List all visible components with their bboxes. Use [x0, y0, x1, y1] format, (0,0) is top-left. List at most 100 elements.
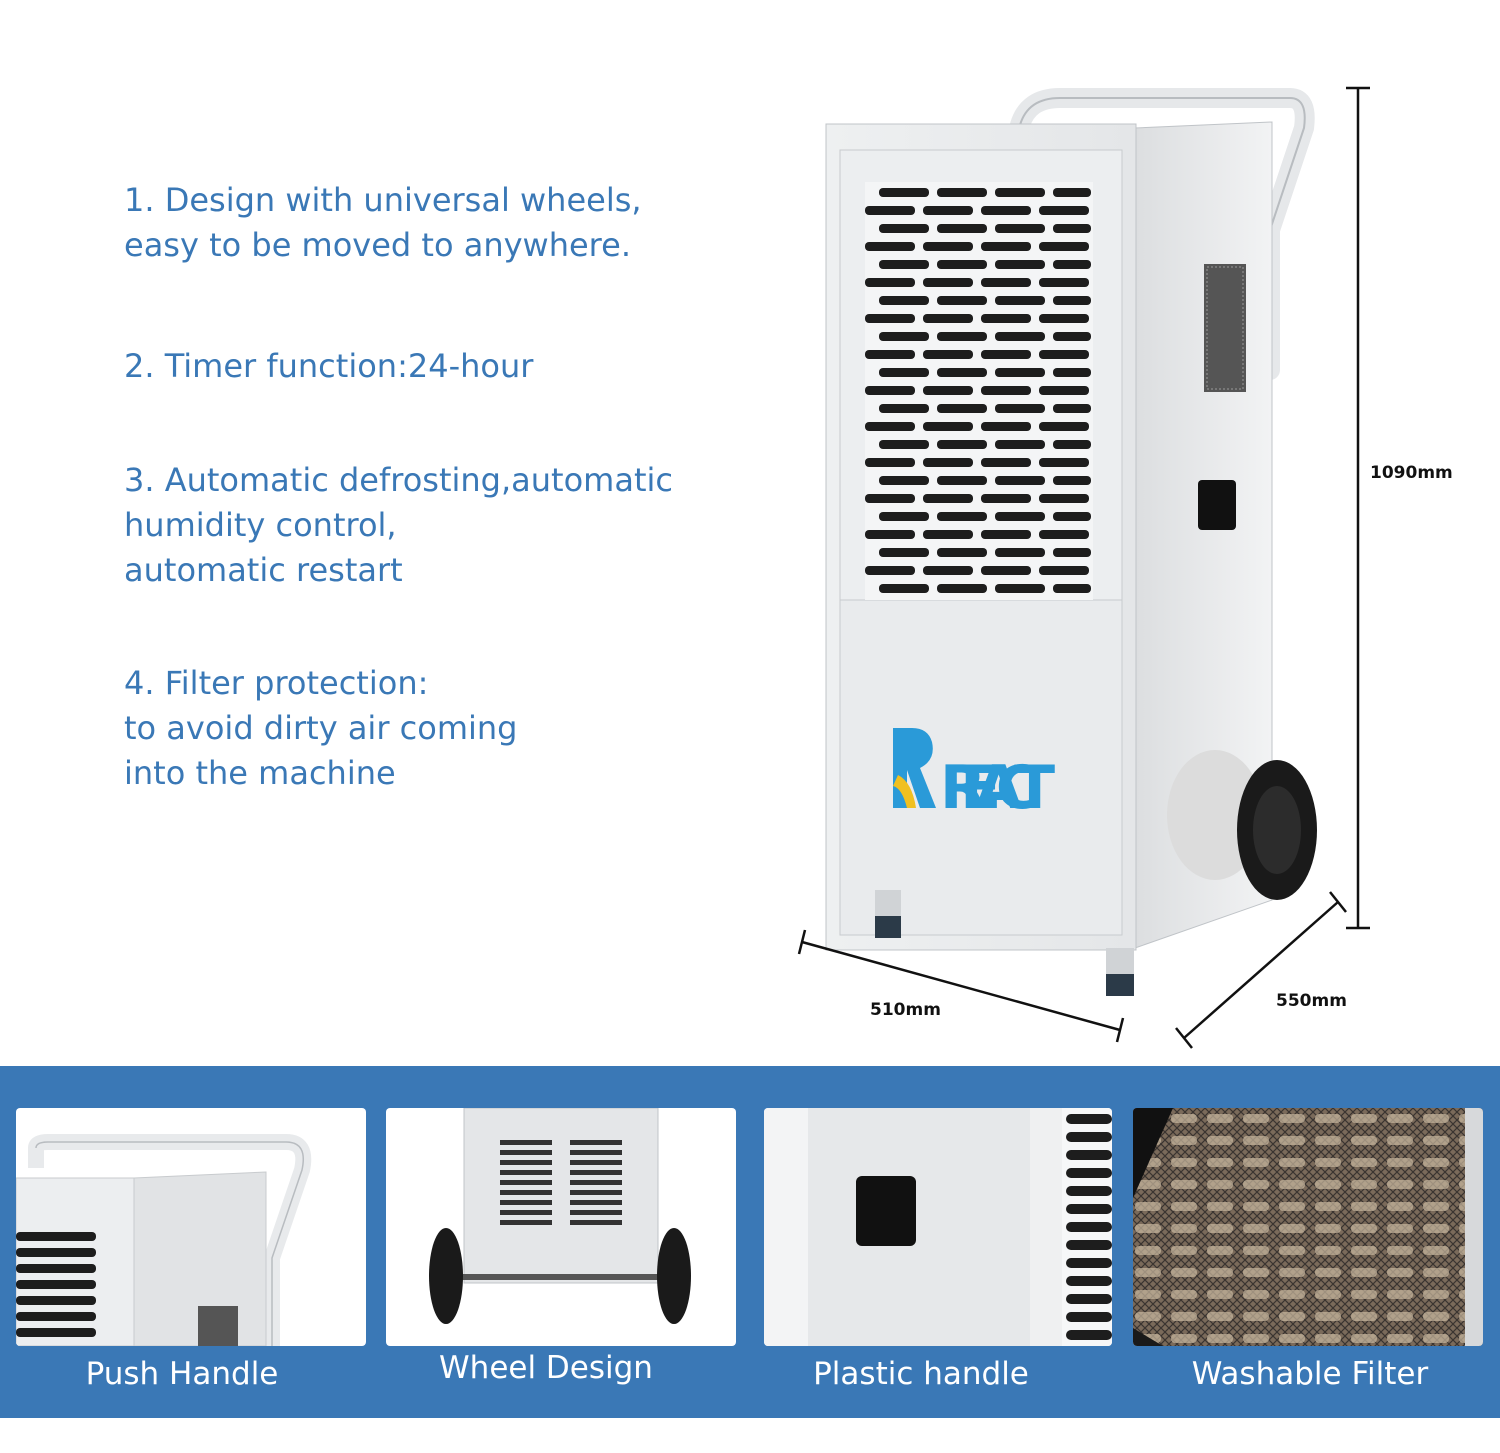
grille-slot	[1053, 368, 1091, 377]
feature-1-line-1: 1. Design with universal wheels,	[124, 181, 642, 219]
grille-slot	[879, 368, 929, 377]
grille-slot	[937, 548, 987, 557]
grille-slot	[1039, 386, 1089, 395]
height-label: 1090mm	[1370, 463, 1453, 483]
grille-slot	[981, 314, 1031, 323]
grille-slot	[995, 224, 1045, 233]
grille-slot	[865, 206, 915, 215]
grille-slot	[865, 278, 915, 287]
depth-label: 550mm	[1276, 991, 1347, 1011]
grille-slot	[865, 350, 915, 359]
feature-4-line-2: to avoid dirty air coming	[124, 709, 518, 747]
dehumidifier-illustration: REACT	[797, 86, 1370, 1049]
height-dimension-line	[1346, 86, 1370, 930]
caption-push-handle: Push Handle	[85, 1356, 279, 1392]
grille-slot	[865, 422, 915, 431]
push-handle-photo	[16, 1108, 366, 1346]
depth-dimension-line	[1175, 891, 1347, 1049]
grille-slot	[879, 584, 929, 593]
grille-slot	[1053, 260, 1091, 269]
grille-slot	[995, 368, 1045, 377]
grille-slot	[981, 386, 1031, 395]
grille-slot	[879, 188, 929, 197]
grille-slot	[995, 260, 1045, 269]
grille-slot	[879, 548, 929, 557]
grille-slot	[1053, 332, 1091, 341]
grille-slot	[1039, 458, 1089, 467]
grille-slot	[923, 422, 973, 431]
grille-slot	[923, 242, 973, 251]
grille-slot	[865, 314, 915, 323]
grille-slot	[879, 440, 929, 449]
feature-2-line-1: 2. Timer function:24-hour	[124, 347, 534, 385]
grille-slot	[1039, 278, 1089, 287]
grille-slot	[937, 332, 987, 341]
grille-slot	[1039, 242, 1089, 251]
grille-slot	[1039, 206, 1089, 215]
grille-slot	[879, 260, 929, 269]
grille-slot	[923, 206, 973, 215]
feature-1-line-2: easy to be moved to anywhere.	[124, 226, 631, 264]
grille-slot	[937, 188, 987, 197]
grille-slot	[995, 476, 1045, 485]
wheel-design-photo	[386, 1108, 736, 1346]
grille-slot	[923, 386, 973, 395]
grille-slot	[981, 350, 1031, 359]
grille-slot	[981, 566, 1031, 575]
grille-slot	[937, 260, 987, 269]
grille-slot	[937, 440, 987, 449]
grille-slot	[879, 332, 929, 341]
washable-filter-photo	[1133, 1108, 1483, 1346]
grille-slot	[1039, 350, 1089, 359]
grille-slot	[1039, 422, 1089, 431]
grille-slot	[1053, 476, 1091, 485]
feature-4-line-3: into the machine	[124, 754, 396, 792]
grille-slot	[981, 206, 1031, 215]
feature-1: 1. Design with universal wheels, easy to…	[124, 178, 642, 268]
grille-slot	[1053, 548, 1091, 557]
grille-slot	[1039, 494, 1089, 503]
grille-slot	[937, 368, 987, 377]
grille-slot	[995, 584, 1045, 593]
grille-slot	[981, 530, 1031, 539]
caption-washable-filter: Washable Filter	[1191, 1356, 1429, 1392]
grille-slot	[879, 512, 929, 521]
width-dimension-line	[797, 929, 1125, 1043]
grille-slot	[879, 476, 929, 485]
grille-slot	[995, 188, 1045, 197]
brand-logo	[893, 728, 936, 808]
grille-slot	[995, 512, 1045, 521]
grille-slot	[937, 404, 987, 413]
grille-slot	[923, 566, 973, 575]
grille-slot	[865, 458, 915, 467]
feature-3: 3. Automatic defrosting,automatic humidi…	[124, 458, 673, 593]
grille-slot	[995, 332, 1045, 341]
grille-slot	[937, 224, 987, 233]
grille-slot	[923, 278, 973, 287]
grille-slot	[995, 296, 1045, 305]
feature-3-line-3: automatic restart	[124, 551, 403, 589]
grille-slot	[923, 314, 973, 323]
grille-slot	[1053, 404, 1091, 413]
grille-slot	[879, 404, 929, 413]
grille-slot	[865, 386, 915, 395]
grille-slot	[1053, 188, 1091, 197]
grille-slot	[923, 350, 973, 359]
grille-slot	[1053, 440, 1091, 449]
grille-slot	[865, 494, 915, 503]
grille-slot	[995, 548, 1045, 557]
grille-slot	[981, 494, 1031, 503]
grille-slot	[1053, 224, 1091, 233]
grille-slot	[995, 404, 1045, 413]
feature-3-line-1: 3. Automatic defrosting,automatic	[124, 461, 673, 499]
caption-wheel-design: Wheel Design	[439, 1350, 653, 1386]
side-vent	[1204, 264, 1246, 392]
grille-slot	[981, 242, 1031, 251]
grille-slot	[865, 530, 915, 539]
width-label: 510mm	[870, 1000, 941, 1020]
grille-slot	[937, 296, 987, 305]
grille-slot	[923, 530, 973, 539]
grille-slot	[937, 512, 987, 521]
grille-slot	[981, 278, 1031, 287]
feature-4: 4. Filter protection: to avoid dirty air…	[124, 661, 517, 796]
